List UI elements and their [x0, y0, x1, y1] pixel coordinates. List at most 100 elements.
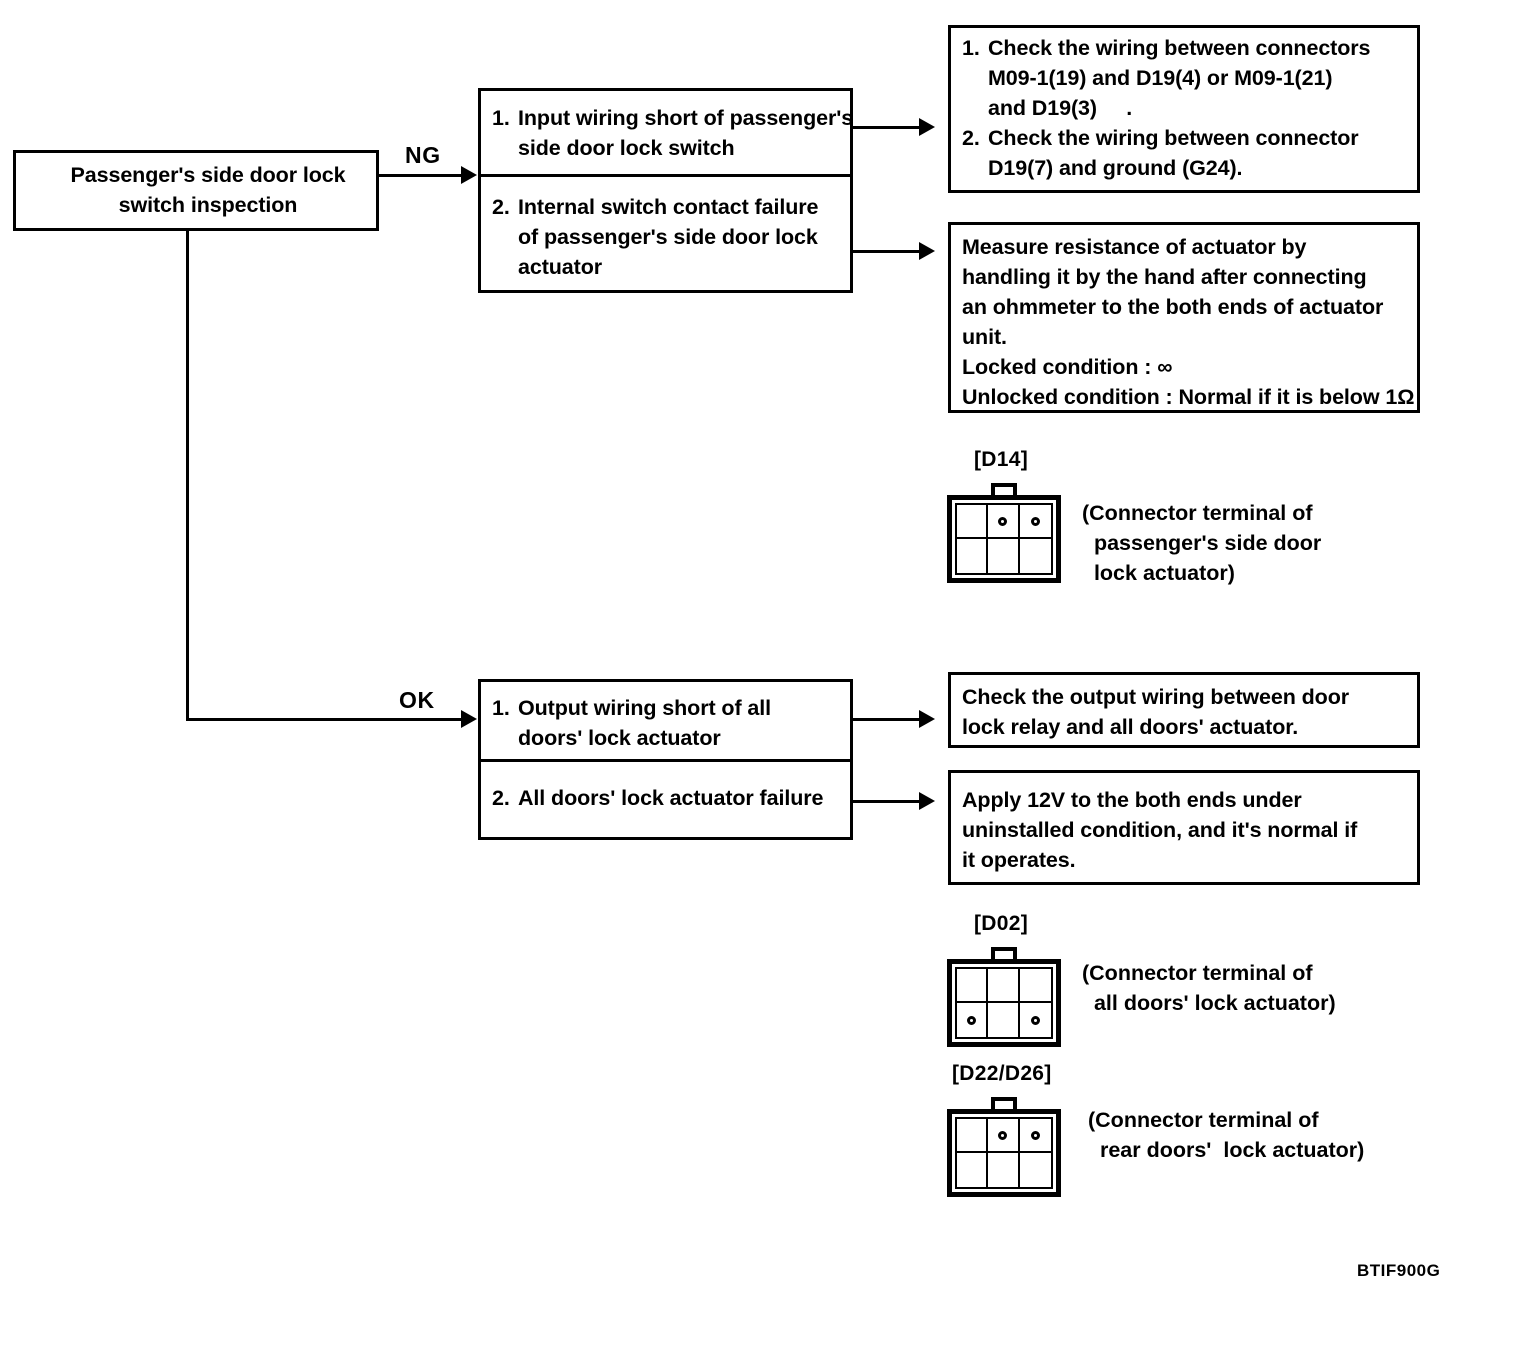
connector-d02-tab — [991, 947, 1017, 961]
connector-d02-pin-4 — [957, 1003, 989, 1037]
ng-action-1-item2-indent — [962, 153, 988, 183]
ng-cause-1-indent — [492, 133, 518, 163]
ng-cause-2: 2.Internal switch contact failure of pas… — [492, 192, 842, 282]
ok-action-2-line3: it operates. — [962, 848, 1076, 872]
ng-branch-label: NG — [405, 142, 441, 168]
connector-d14-caption-line1: (Connector terminal of — [1082, 501, 1313, 525]
ng-cause-2-line3: actuator — [518, 255, 603, 279]
connector-d22-d26-pin-4 — [957, 1153, 989, 1187]
connector-d22-d26-tab — [991, 1097, 1017, 1111]
ng-action-2-box[interactable] — [948, 222, 1420, 413]
start-box-line1: Passenger's side door lock — [70, 163, 346, 187]
ng-connector-line — [379, 174, 465, 177]
connector-d14-pin-3 — [1019, 505, 1051, 539]
ok-cause-2-number: 2. — [492, 786, 510, 810]
ok-action-1-line2: lock relay and all doors' actuator. — [962, 715, 1299, 739]
ng-cause1-action-line — [853, 126, 923, 129]
ok-action-2-line2: uninstalled condition, and it's normal i… — [962, 818, 1358, 842]
connector-d22-d26-pin-2 — [988, 1119, 1020, 1153]
ng-cause-2-number: 2. — [492, 195, 510, 219]
connector-d02-pin-6 — [1020, 1003, 1051, 1037]
ng-cause-1: 1. Input wiring short of passenger's side… — [492, 103, 853, 163]
connector-d14-caption-line2: passenger's side door — [1082, 531, 1322, 555]
ng-cause-1-number: 1. — [492, 106, 510, 130]
ok-cause1-action-line — [853, 718, 923, 721]
connector-d14-pin-6 — [1020, 539, 1051, 573]
ok-cause-1-line1: Output wiring short of all — [518, 696, 771, 720]
ok-cause1-arrowhead — [919, 710, 935, 728]
ng-action-1-item2-number: 2. — [962, 126, 980, 150]
ng-action-1-item1-line1: Check the wiring between connectors — [988, 36, 1371, 60]
ok-arrowhead — [461, 710, 477, 728]
connector-d22-d26-pin-5 — [988, 1153, 1020, 1187]
ok-action-2-line1: Apply 12V to the both ends under — [962, 788, 1302, 812]
connector-d02-pin-3 — [1019, 969, 1051, 1003]
connector-d02-pin-5 — [988, 1003, 1020, 1037]
ng-causes-divider — [478, 174, 853, 177]
ng-cause2-action-line — [853, 250, 923, 253]
ok-cause-1: 1. Output wiring short of all doors' lock… — [492, 693, 842, 753]
ng-action-1-item1-line3: and D19(3) . — [988, 96, 1133, 120]
connector-d22-d26-id: [D22/D26] — [952, 1062, 1052, 1085]
ng-causes-box[interactable] — [478, 88, 853, 293]
ng-action-2-line5: Locked condition : ∞ — [962, 355, 1173, 379]
ng-action-1-item-1: 1. Check the wiring between connectors M0… — [962, 33, 1412, 183]
connector-d02-pin-1 — [957, 969, 989, 1003]
ng-cause-1-line2: side door lock switch — [518, 136, 735, 160]
ng-cause-2-indent-a — [492, 222, 518, 252]
connector-d22-d26-graphic — [947, 1097, 1061, 1197]
connector-d02-graphic — [947, 947, 1061, 1047]
ng-cause2-arrowhead — [919, 242, 935, 260]
connector-d22-d26-caption-line1: (Connector terminal of — [1088, 1108, 1319, 1132]
ok-cause2-action-line — [853, 800, 923, 803]
ng-arrowhead — [461, 166, 477, 184]
connector-d02-pin-grid — [955, 967, 1053, 1039]
connector-d14-graphic — [947, 483, 1061, 583]
connector-d22-d26-pin-1 — [957, 1119, 989, 1153]
connector-d14-pin-5 — [988, 539, 1020, 573]
connector-d22-d26-caption-line2: rear doors' lock actuator) — [1088, 1138, 1365, 1162]
connector-d14-pin-grid — [955, 503, 1053, 575]
ng-cause-2-indent-b — [492, 252, 518, 282]
ok-branch-label: OK — [399, 687, 435, 713]
ok-cause-1-indent — [492, 723, 518, 753]
connector-d14-pin-4 — [957, 539, 989, 573]
ng-cause-2-line2: of passenger's side door lock — [518, 225, 818, 249]
ng-action-2-line3: an ohmmeter to the both ends of actuator — [962, 295, 1384, 319]
ok-vertical-line — [186, 231, 189, 721]
ng-action-1-item2-line2: D19(7) and ground (G24). — [988, 156, 1243, 180]
ok-action-1-line1: Check the output wiring between door — [962, 685, 1349, 709]
ok-cause-1-line2: doors' lock actuator — [518, 726, 721, 750]
ng-action-1-item1-indent-b — [962, 93, 988, 123]
ok-causes-divider — [478, 759, 853, 762]
connector-d02-pin-2 — [988, 969, 1020, 1003]
connector-d22-d26-pin-grid — [955, 1117, 1053, 1189]
ok-cause-1-number: 1. — [492, 696, 510, 720]
ng-action-1-box[interactable] — [948, 25, 1420, 193]
ok-action-1-box[interactable] — [948, 672, 1420, 748]
ng-action-1-item2-line1: Check the wiring between connector — [988, 126, 1359, 150]
connector-d14-id: [D14] — [974, 448, 1029, 471]
connector-d22-d26-pin-3 — [1019, 1119, 1051, 1153]
ng-action-2-line2: handling it by the hand after connecting — [962, 265, 1367, 289]
ok-cause-2-line1: All doors' lock actuator failure — [518, 786, 824, 810]
ng-action-1-item1-line2: M09-1(19) and D19(4) or M09-1(21) — [988, 66, 1333, 90]
ng-action-2-line1: Measure resistance of actuator by — [962, 235, 1307, 259]
connector-d14-pin-1 — [957, 505, 989, 539]
connector-d02-id: [D02] — [974, 912, 1029, 935]
ng-cause-1-line1: Input wiring short of passenger's — [518, 106, 854, 130]
connector-d02-caption-line1: (Connector terminal of — [1082, 961, 1313, 985]
connector-d14-tab — [991, 483, 1017, 497]
connector-d22-d26-pin-6 — [1020, 1153, 1051, 1187]
start-box-line2: switch inspection — [118, 193, 298, 217]
ok-cause-2: 2. All doors' lock actuator failure — [492, 783, 842, 813]
ok-action-2-box[interactable] — [948, 770, 1420, 885]
ng-action-1-item1-number: 1. — [962, 36, 980, 60]
ng-cause1-arrowhead — [919, 118, 935, 136]
connector-d14-pin-2 — [988, 505, 1020, 539]
ok-horizontal-line — [186, 718, 465, 721]
start-box[interactable] — [13, 150, 379, 231]
ng-action-2-line6: Unlocked condition : Normal if it is bel… — [962, 385, 1415, 409]
ok-cause2-arrowhead — [919, 792, 935, 810]
